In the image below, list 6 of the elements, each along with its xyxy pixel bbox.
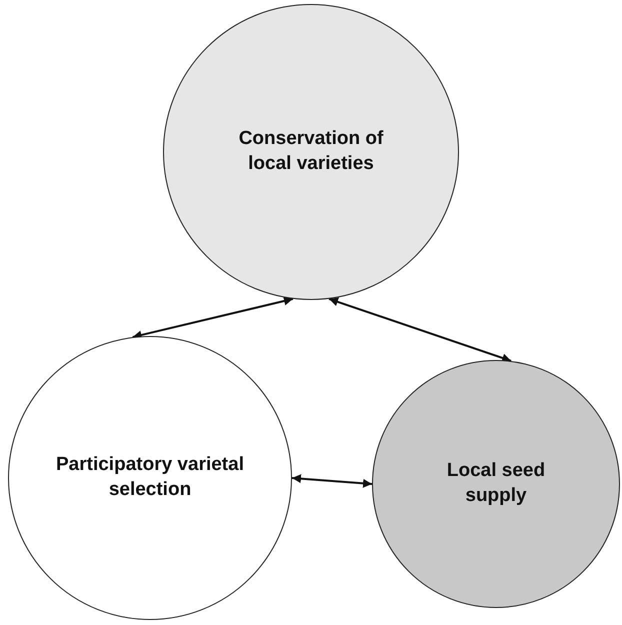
arrow <box>292 474 372 488</box>
node-label: Local seed supply <box>446 459 546 508</box>
arrow <box>132 296 294 340</box>
node-label: Participatory varietal selection <box>55 453 245 502</box>
arrow <box>328 298 512 362</box>
node-label: Conservation of local varieties <box>238 127 384 176</box>
